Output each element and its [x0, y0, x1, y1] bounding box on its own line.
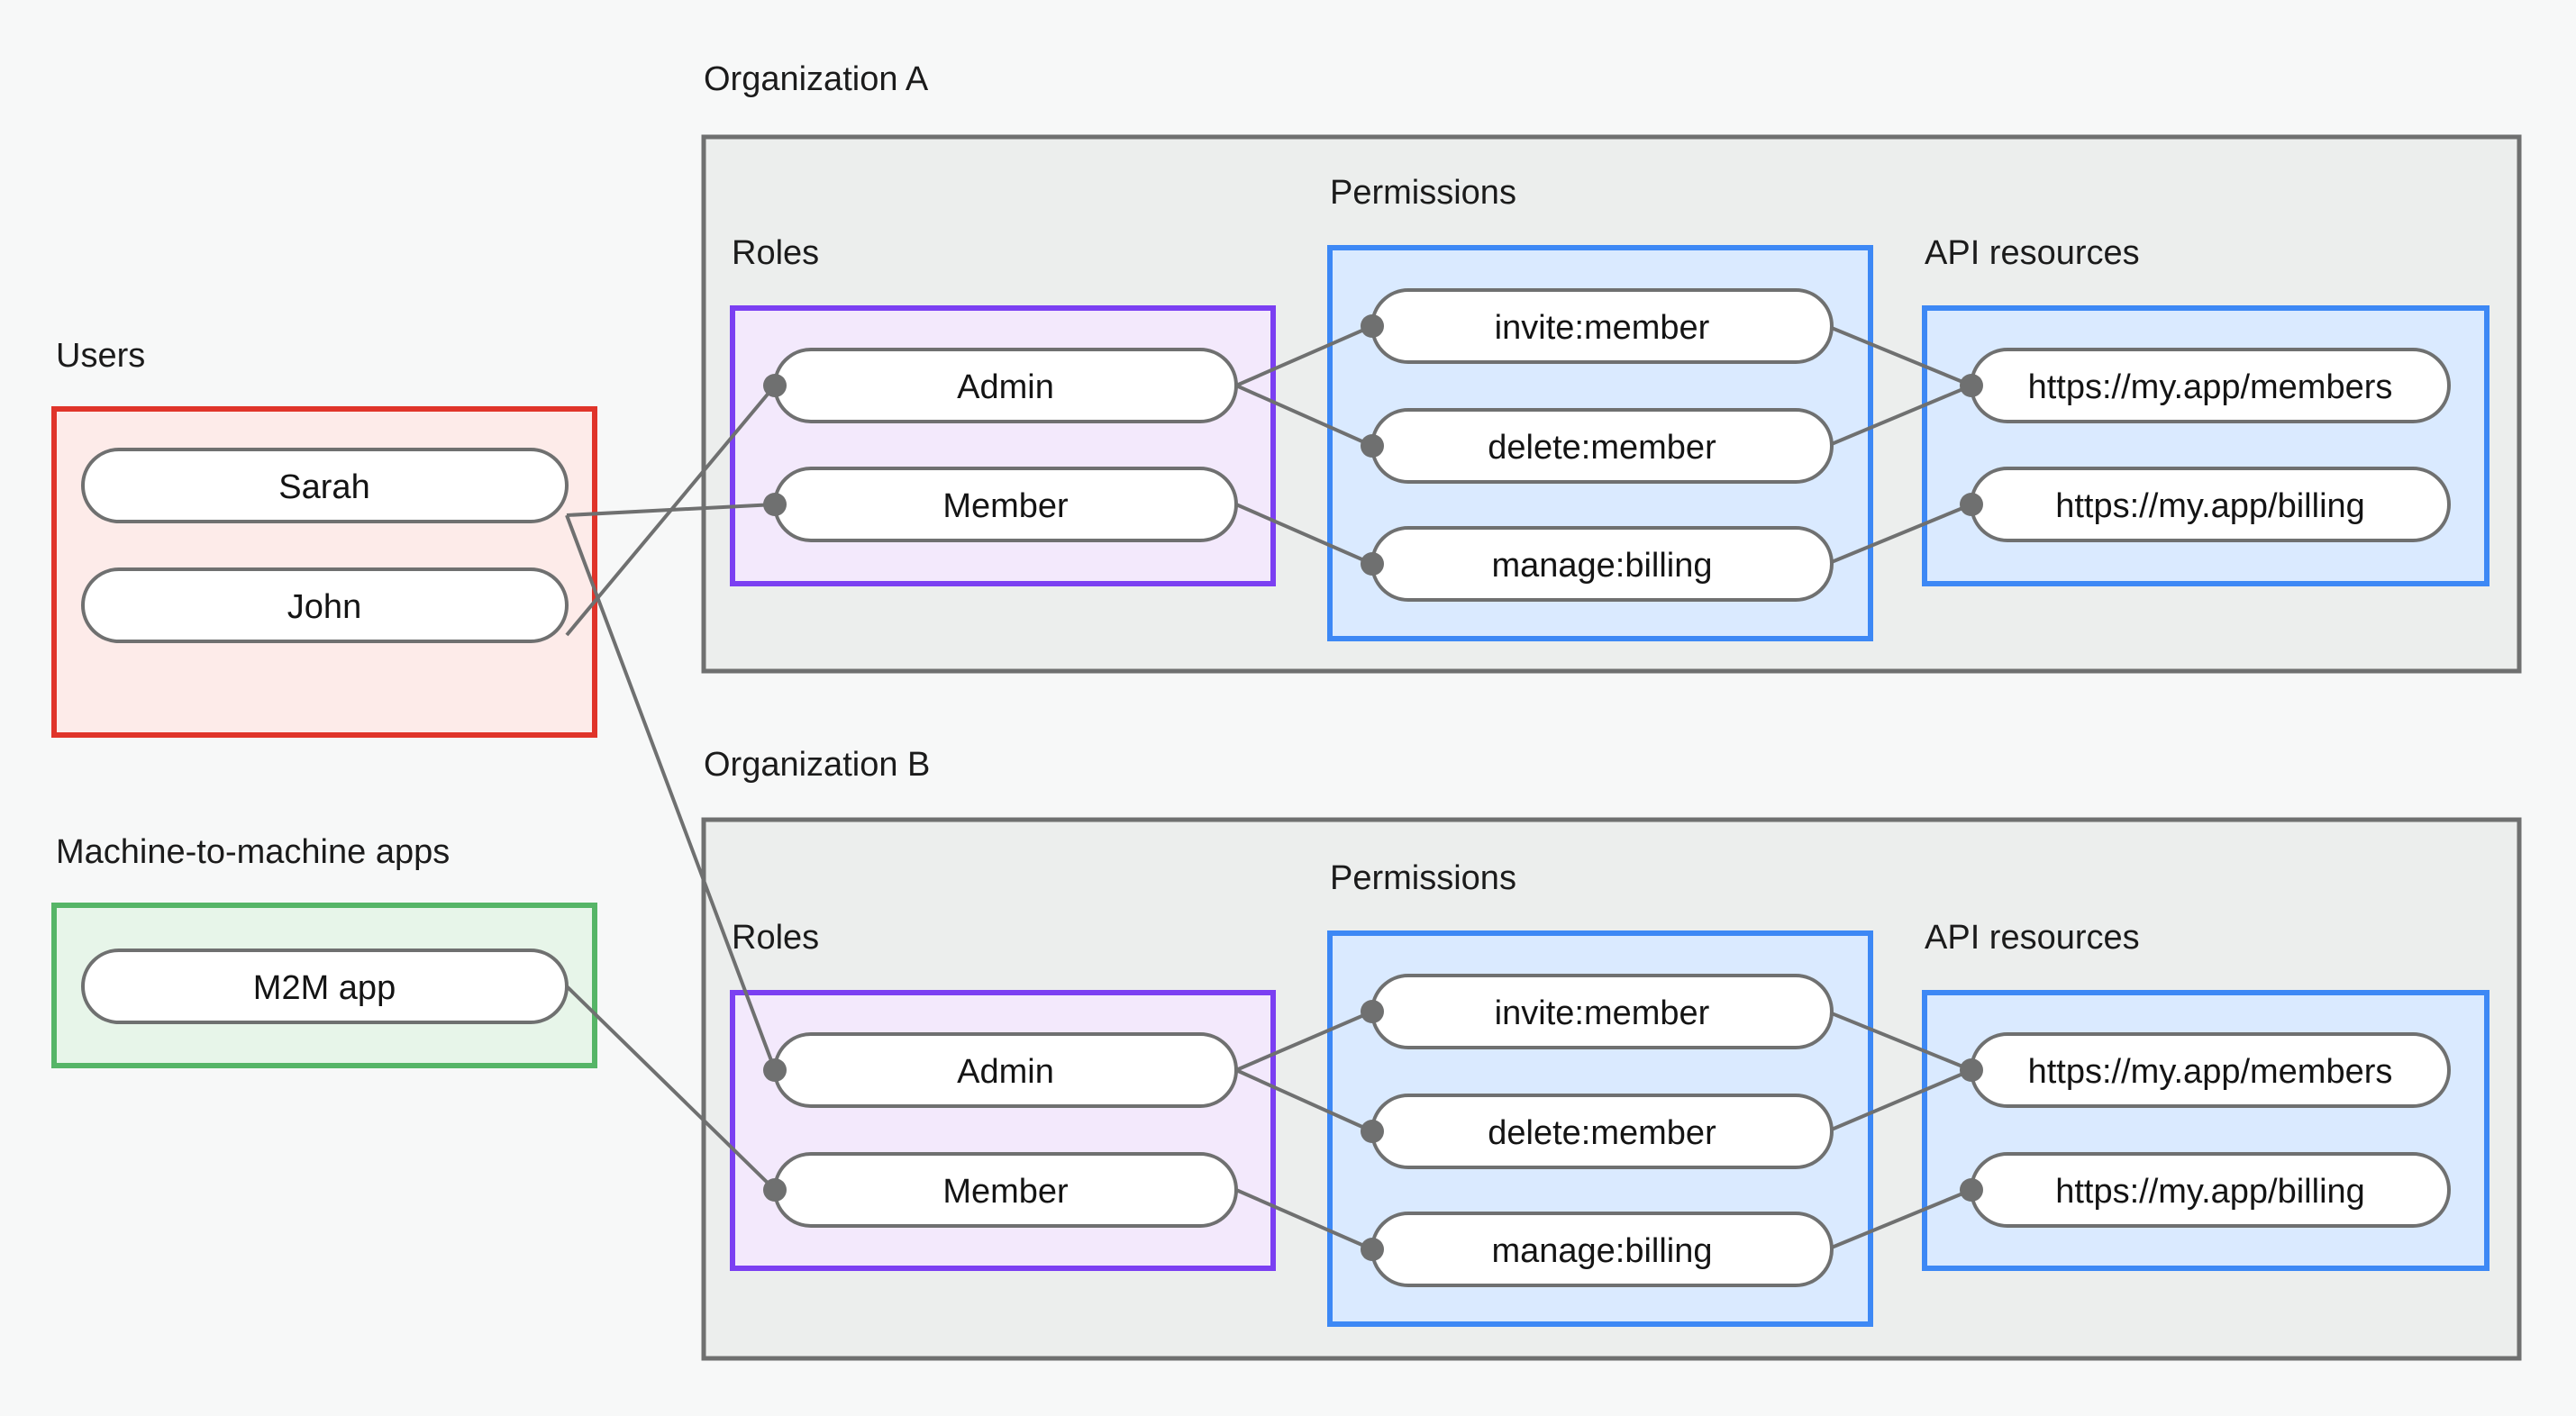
- endpoint-dot-org-a-admin: [763, 374, 787, 397]
- node-label-org-b-manage-billing: manage:billing: [1491, 1232, 1712, 1270]
- edge-org-a-billing-to-billing-res: [1826, 503, 1972, 566]
- edge-org-a-member-to-billing: [1235, 503, 1373, 566]
- node-org-a-res-members[interactable]: https://my.app/members: [1970, 348, 2451, 423]
- node-org-b-delete-member[interactable]: delete:member: [1370, 1094, 1834, 1169]
- edge-org-b-invite-to-members: [1826, 1010, 1972, 1072]
- endpoint-dot-org-a-invite: [1361, 314, 1384, 338]
- endpoint-dot-org-b-member: [763, 1178, 787, 1202]
- node-org-b-admin[interactable]: Admin: [773, 1032, 1238, 1108]
- node-label-org-b-res-billing: https://my.app/billing: [2055, 1173, 2365, 1211]
- endpoint-dot-org-b-delete: [1361, 1120, 1384, 1143]
- node-label-john: John: [287, 588, 361, 626]
- org-b-roles-title: Roles: [732, 919, 819, 957]
- edge-org-a-delete-to-members: [1826, 384, 1972, 448]
- endpoint-dot-org-a-member: [763, 493, 787, 516]
- edge-m2m-to-org-b-member: [565, 985, 777, 1192]
- node-org-b-member[interactable]: Member: [773, 1152, 1238, 1228]
- endpoint-dot-org-a-billing: [1361, 552, 1384, 576]
- node-label-org-b-member: Member: [942, 1173, 1069, 1211]
- org-b-title: Organization B: [704, 746, 930, 784]
- edge-org-b-member-to-billing: [1235, 1188, 1373, 1251]
- endpoint-dot-org-a-delete: [1361, 434, 1384, 458]
- node-label-org-b-admin: Admin: [957, 1053, 1054, 1091]
- org-a-title: Organization A: [704, 60, 929, 98]
- node-label-org-b-delete-member: delete:member: [1488, 1114, 1716, 1152]
- m2m-title: Machine-to-machine apps: [56, 833, 450, 871]
- node-label-org-a-invite-member: invite:member: [1495, 309, 1710, 347]
- node-m2m-app[interactable]: M2M app: [81, 949, 569, 1024]
- endpoint-dot-org-b-invite: [1361, 1000, 1384, 1023]
- edge-org-a-invite-to-members: [1826, 324, 1972, 387]
- org-a-roles-title: Roles: [732, 234, 819, 272]
- edge-org-a-admin-to-delete: [1235, 384, 1373, 448]
- endpoint-dot-org-b-admin: [763, 1058, 787, 1082]
- edges-layer: [565, 324, 1972, 1251]
- node-label-org-b-invite-member: invite:member: [1495, 994, 1710, 1032]
- node-label-org-b-res-members: https://my.app/members: [2028, 1053, 2393, 1091]
- node-label-m2m-app: M2M app: [253, 969, 396, 1007]
- org-a-api-title: API resources: [1925, 234, 2140, 272]
- node-org-a-manage-billing[interactable]: manage:billing: [1370, 526, 1834, 602]
- endpoint-dots-layer: [763, 314, 1983, 1261]
- node-org-a-member[interactable]: Member: [773, 467, 1238, 542]
- org-a-permissions-title: Permissions: [1330, 174, 1516, 212]
- endpoint-dot-org-b-res-billing: [1960, 1178, 1983, 1202]
- endpoint-dot-org-a-res-members: [1960, 374, 1983, 397]
- node-label-org-a-manage-billing: manage:billing: [1491, 547, 1712, 585]
- edge-org-a-admin-to-invite: [1235, 324, 1373, 387]
- node-org-a-invite-member[interactable]: invite:member: [1370, 288, 1834, 364]
- edge-org-b-admin-to-invite: [1235, 1010, 1373, 1072]
- node-org-a-res-billing[interactable]: https://my.app/billing: [1970, 467, 2451, 542]
- org-b-permissions-title: Permissions: [1330, 859, 1516, 897]
- edge-org-b-billing-to-billing-res: [1826, 1188, 1972, 1251]
- edge-sarah-to-org-b-admin: [565, 514, 777, 1071]
- edge-john-to-org-a-admin: [565, 384, 777, 637]
- node-org-a-delete-member[interactable]: delete:member: [1370, 408, 1834, 484]
- node-org-b-res-billing[interactable]: https://my.app/billing: [1970, 1152, 2451, 1228]
- node-sarah[interactable]: Sarah: [81, 448, 569, 523]
- node-label-org-a-res-members: https://my.app/members: [2028, 368, 2393, 406]
- node-label-org-a-member: Member: [942, 487, 1069, 525]
- node-org-b-manage-billing[interactable]: manage:billing: [1370, 1212, 1834, 1287]
- node-org-b-res-members[interactable]: https://my.app/members: [1970, 1032, 2451, 1108]
- node-label-org-a-res-billing: https://my.app/billing: [2055, 487, 2365, 525]
- edge-org-b-admin-to-delete: [1235, 1068, 1373, 1133]
- org-b-api-title: API resources: [1925, 919, 2140, 957]
- endpoint-dot-org-b-res-members: [1960, 1058, 1983, 1082]
- node-org-a-admin[interactable]: Admin: [773, 348, 1238, 423]
- node-label-sarah: Sarah: [278, 468, 369, 506]
- users-title: Users: [56, 337, 145, 375]
- node-label-org-a-delete-member: delete:member: [1488, 429, 1716, 467]
- endpoint-dot-org-b-billing: [1361, 1238, 1384, 1261]
- node-label-org-a-admin: Admin: [957, 368, 1054, 406]
- endpoint-dot-org-a-res-billing: [1960, 493, 1983, 516]
- edge-org-b-delete-to-members: [1826, 1068, 1972, 1133]
- node-org-b-invite-member[interactable]: invite:member: [1370, 974, 1834, 1049]
- node-john[interactable]: John: [81, 567, 569, 643]
